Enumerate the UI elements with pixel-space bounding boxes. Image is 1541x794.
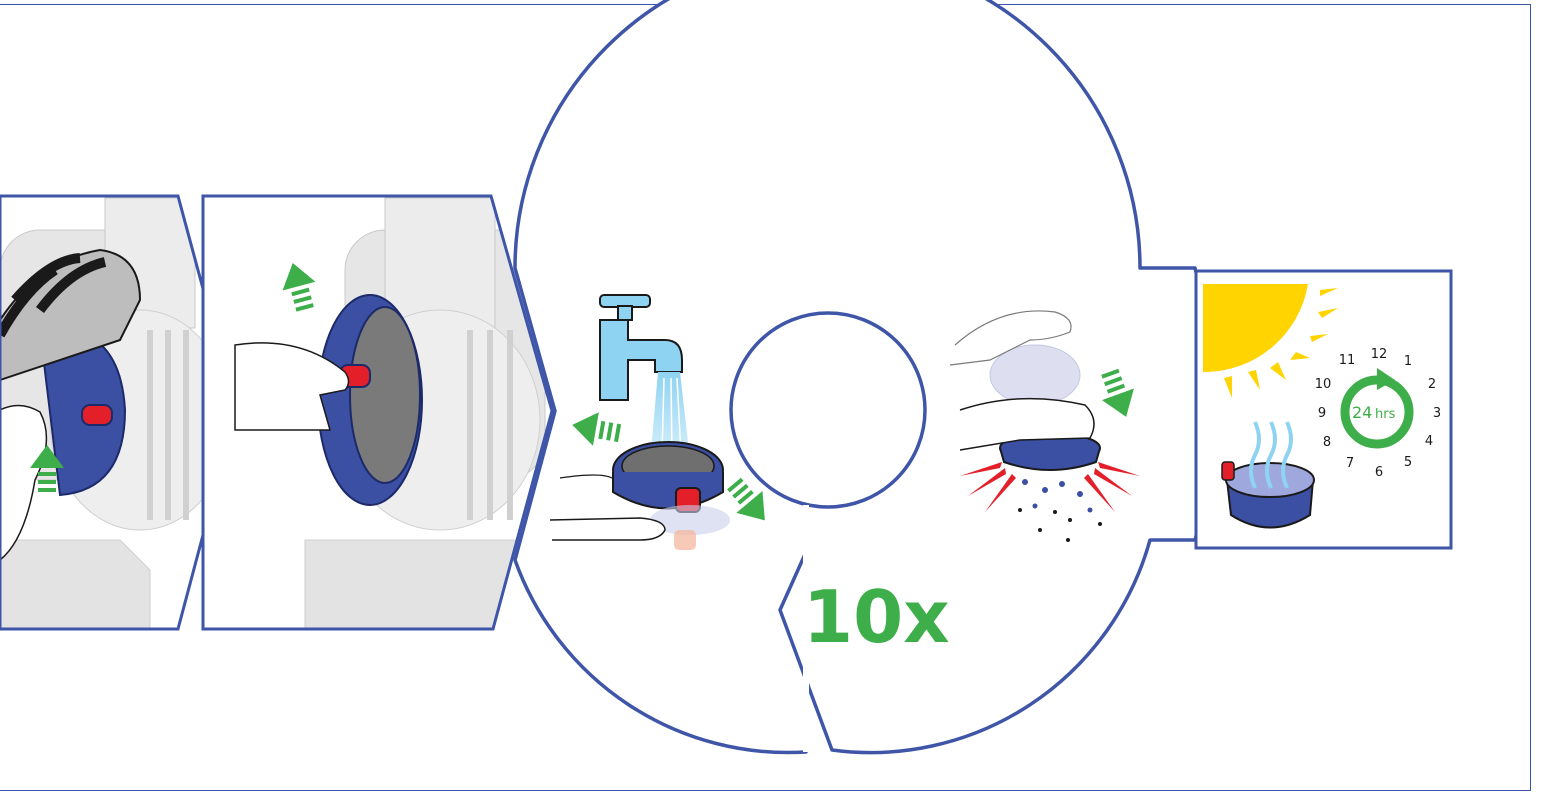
step-panel-dry: 24 hrs 12 1 2 3 4 5 6 7 8 9 10 11 bbox=[1196, 271, 1451, 548]
timer-unit: hrs bbox=[1375, 407, 1396, 422]
clock-number-6: 6 bbox=[1375, 465, 1383, 480]
timer-value: 24 bbox=[1352, 403, 1372, 422]
clock-number-8: 8 bbox=[1323, 435, 1331, 450]
clock-number-10: 10 bbox=[1315, 377, 1332, 392]
clock-number-4: 4 bbox=[1425, 434, 1433, 449]
clock-number-9: 9 bbox=[1318, 406, 1326, 421]
step-panel-lift-filter bbox=[203, 196, 553, 629]
clock-number-5: 5 bbox=[1404, 455, 1412, 470]
clock-number-12: 12 bbox=[1371, 347, 1388, 362]
clock-number-1: 1 bbox=[1404, 354, 1412, 369]
clock-number-11: 11 bbox=[1339, 353, 1356, 368]
clock-number-7: 7 bbox=[1346, 456, 1354, 471]
clock-number-3: 3 bbox=[1433, 406, 1441, 421]
clock-number-2: 2 bbox=[1428, 377, 1436, 392]
hand-icon bbox=[550, 518, 665, 540]
repeat-count: 10x bbox=[803, 575, 950, 659]
